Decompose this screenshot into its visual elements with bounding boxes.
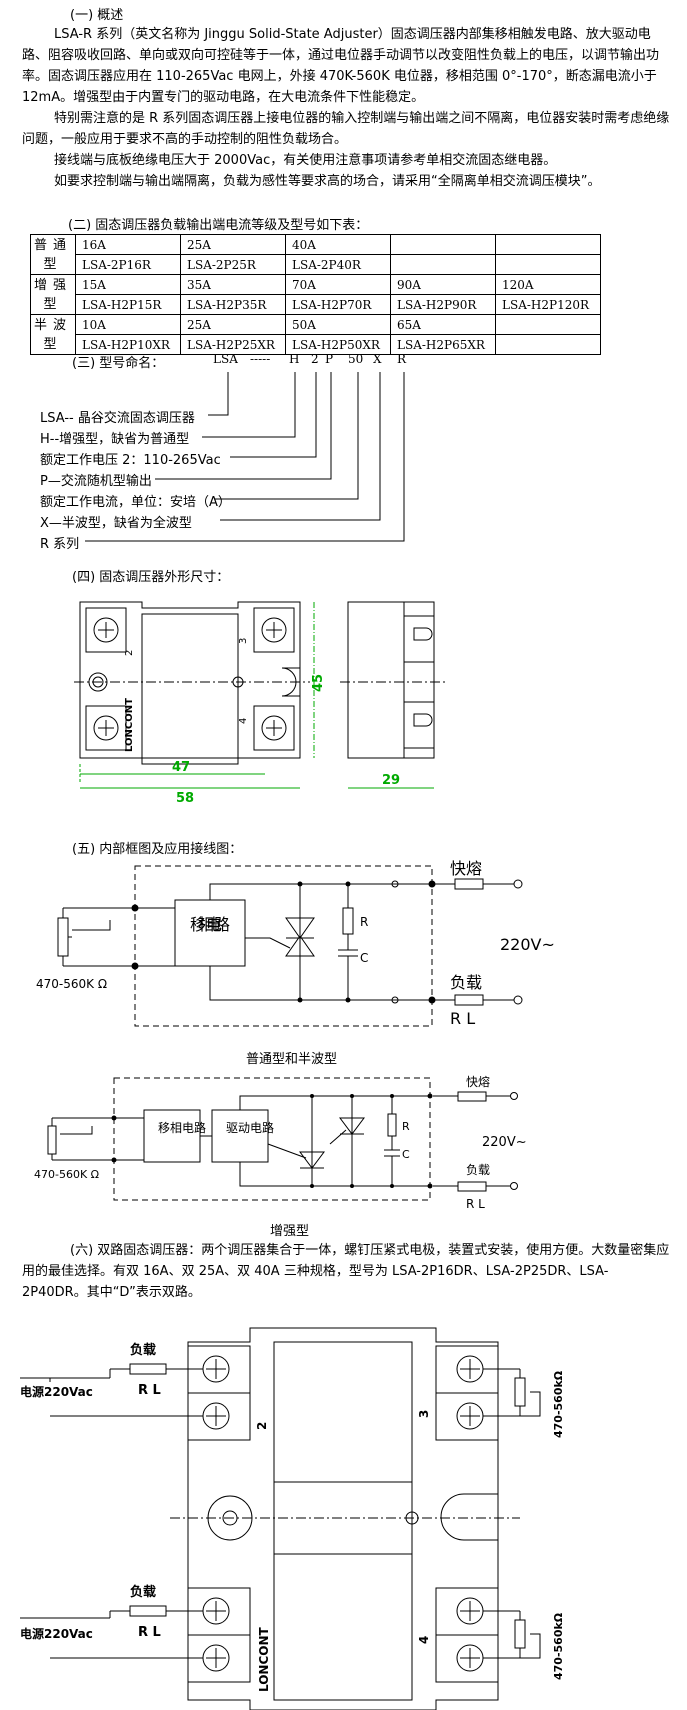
model-cell <box>495 334 601 355</box>
terminal-label: 2 <box>255 1422 269 1430</box>
code-part-dash: ----- <box>250 352 271 366</box>
pot-label: 470-560K Ω <box>34 1168 99 1181</box>
model-cell: LSA-2P25R <box>180 254 286 275</box>
power-label: 电源220Vac <box>20 1384 93 1399</box>
code-part-p: P <box>325 352 334 366</box>
current-cell: 35A <box>180 274 286 295</box>
resistor-label: R <box>360 915 368 929</box>
pot-label: 470-560kΩ <box>552 1370 565 1438</box>
code-part-r: R <box>397 352 407 366</box>
table-row: LSA-H2P10XR LSA-H2P25XR LSA-H2P50XR LSA-… <box>31 334 601 355</box>
model-cell: LSA-2P40R <box>285 254 391 275</box>
dual-heading: (六) 双路固态调压器： <box>70 1243 202 1258</box>
dual-description: 两个调压器集合于一体，螺钉压紧式电极，装置式安装，使用方便。大数量密集应用的最佳… <box>22 1243 670 1300</box>
naming-heading: (三) 型号命名： <box>72 356 165 371</box>
load-label: 负载 <box>130 1584 156 1600</box>
wiring-heading: (五) 内部框图及应用接线图： <box>72 842 243 857</box>
outer-width-dimension: 58 <box>176 791 194 806</box>
dimensions-heading: (四) 固态调压器外形尺寸： <box>72 570 230 585</box>
code-part-50: 50 <box>348 352 364 366</box>
brand-label: LONCONT <box>257 1626 271 1692</box>
naming-legend-item: 额定工作电压 2：110-265Vac <box>40 453 221 468</box>
phase-block-label: 移相电路 <box>158 1120 206 1135</box>
model-cell: LSA-H2P120R <box>495 294 601 315</box>
model-cell: LSA-H2P90R <box>390 294 496 315</box>
inner-width-dimension: 47 <box>172 760 190 775</box>
height-dimension: 45 <box>311 674 326 692</box>
resistor-label: R <box>402 1120 410 1133</box>
overview-paragraph-1: LSA-R 系列（英文名称为 Jinggu Solid-State Adjust… <box>22 27 660 105</box>
model-cell: LSA-H2P35R <box>180 294 286 315</box>
standard-caption: 普通型和半波型 <box>246 1052 338 1067</box>
voltage-label: 220V~ <box>482 1135 527 1150</box>
phase-block-label: 移相电路 <box>190 915 230 934</box>
table-row: LSA-H2P15R LSA-H2P35R LSA-H2P70R LSA-H2P… <box>31 294 601 315</box>
rl-label: R L <box>138 1625 161 1640</box>
fuse-label: 快熔 <box>466 1074 490 1089</box>
naming-legend-item: 额定工作电流，单位：安培（A） <box>40 495 231 510</box>
brand-label: LONCONT <box>124 698 135 752</box>
pot-label: 470-560K Ω <box>36 977 107 991</box>
code-part-lsa: LSA <box>213 352 238 366</box>
fuse-label: 快熔 <box>450 859 482 878</box>
naming-legend-item: H--增强型，缺省为普通型 <box>40 432 190 447</box>
terminal-label: 4 <box>417 1636 431 1644</box>
terminal-label: 3 <box>417 1410 431 1418</box>
pot-label: 470-560kΩ <box>552 1612 565 1680</box>
wiring-diagram-enhanced: 移相电路 驱动电路 R C 快熔 负载 R L 220V~ 470-560K Ω <box>34 1074 527 1211</box>
dimension-drawing: 2 3 4 LONCONT 45 47 58 29 <box>74 601 446 806</box>
dual-section: (六) 双路固态调压器：两个调压器集合于一体，螺钉压紧式电极，装置式安装，使用方… <box>22 1240 672 1303</box>
overview-paragraph-4: 如要求控制端与输出端隔离，负载为感性等要求高的场合，请采用“全隔离单相交流调压模… <box>54 174 601 189</box>
model-cell: LSA-H2P70R <box>285 294 391 315</box>
table-row: 普通型 16A 25A 40A <box>30 234 601 275</box>
load-label: 负载 <box>466 1163 490 1177</box>
naming-legend-item: P—交流随机型输出 <box>40 474 152 489</box>
naming-legend-item: R 系列 <box>40 537 80 552</box>
table-row: 增强型 15A 35A 70A 90A 120A <box>30 274 601 315</box>
capacitor-label: C <box>360 951 368 965</box>
code-part-h: H <box>289 352 300 366</box>
load-label: 负载 <box>450 973 482 992</box>
wiring-diagram-standard: 移相电路 R C 快熔 负载 R L 220V~ 470-560K Ω <box>36 859 555 1028</box>
model-table: 普通型 16A 25A 40A LSA-2P16R LSA-2P25R LSA-… <box>30 234 601 355</box>
table-row: LSA-2P16R LSA-2P25R LSA-2P40R <box>31 254 601 275</box>
voltage-label: 220V~ <box>500 935 555 954</box>
model-cell: LSA-H2P65XR <box>390 334 496 355</box>
terminal-label: 2 <box>124 650 135 656</box>
overview-paragraph-3: 接线端与底板绝缘电压大于 2000Vac，有关使用注意事项请参考单相交流固态继电… <box>54 153 557 168</box>
terminal-label: 4 <box>238 718 249 724</box>
naming-legend-item: X—半波型，缺省为全波型 <box>40 516 192 531</box>
code-part-2: 2 <box>311 352 319 366</box>
code-part-x: X <box>373 352 382 366</box>
naming-legend-item: LSA-- 晶谷交流固态调压器 <box>40 411 195 426</box>
current-cell: 25A <box>180 234 286 255</box>
load-label: 负载 <box>130 1342 156 1358</box>
overview-heading: (一) 概述 <box>70 8 124 23</box>
terminal-label: 3 <box>238 638 249 644</box>
current-cell: 120A <box>495 274 601 295</box>
overview-paragraph-2: 特别需注意的是 R 系列固态调压器上接电位器的输入控制端与输出端之间不隔离，电位… <box>22 111 670 147</box>
capacitor-label: C <box>402 1148 410 1161</box>
depth-dimension: 29 <box>382 773 400 788</box>
dual-wiring-diagram: 负载 R L 电源220Vac 负载 R L 电源220Vac 2 3 4 LO… <box>20 1327 565 1710</box>
rl-label: R L <box>450 1009 475 1028</box>
model-cell: LSA-H2P50XR <box>285 334 391 355</box>
rl-label: R L <box>138 1383 161 1398</box>
naming-connector-lines <box>85 372 405 542</box>
power-label: 电源220Vac <box>20 1626 93 1641</box>
models-heading: (二) 固态调压器负载输出端电流等级及型号如下表： <box>68 218 369 233</box>
enhanced-caption: 增强型 <box>270 1224 310 1239</box>
drive-block-label: 驱动电路 <box>226 1120 274 1135</box>
rl-label: R L <box>466 1197 485 1211</box>
